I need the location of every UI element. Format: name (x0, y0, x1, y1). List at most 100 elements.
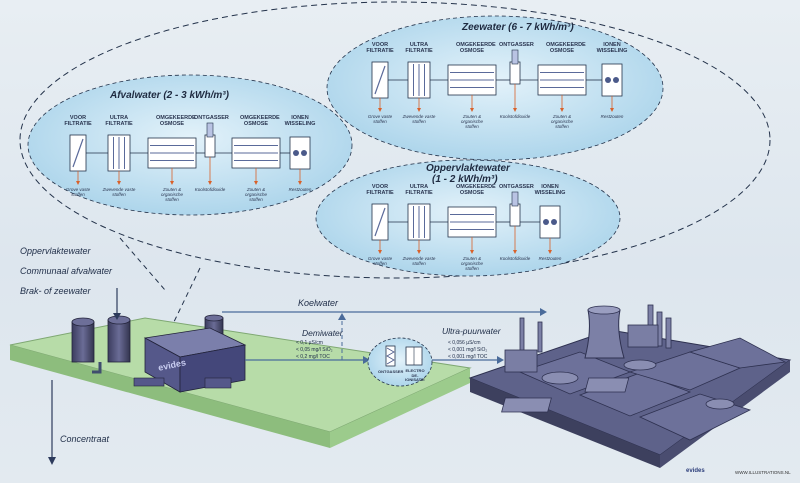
zeewater-step-5-resin-a (605, 77, 611, 83)
afvalwater-output-label-2: Zouten & organische stoffen (160, 187, 183, 202)
credit-logo: evides (686, 468, 705, 474)
pipe-koelwater-arrowhead (540, 308, 547, 316)
oppervlaktewater-output-arrowhead-0 (378, 250, 382, 254)
ontgasser-icon (385, 345, 396, 367)
afvalwater-output-label-4: Zouten & organische stoffen (244, 187, 267, 202)
zeewater-title: Zeewater (6 - 7 kWh/m³) (462, 22, 574, 33)
input-communaal-afvalwater: Communaal afvalwater (20, 266, 113, 276)
oppervlaktewater-output-label-3: Koolstofdioxide (499, 256, 531, 261)
oppervlaktewater-step-label-3: ONTGASSER (499, 184, 534, 190)
treatment-plant (71, 314, 247, 393)
oppervlaktewater-title-line1: Oppervlaktewater (426, 163, 510, 174)
zeewater-step-3-column (511, 49, 519, 65)
oppervlaktewater-output-label-2: Zouten & organische stoffen (460, 256, 483, 271)
zeewater-output-label-4: Zouten & organische stoffen (550, 114, 573, 129)
flow-ultrapuur: Ultra-puurwater (442, 326, 501, 336)
afvalwater-step-3-dg-icon (204, 134, 216, 158)
afvalwater-output-arrowhead-0 (76, 181, 80, 185)
platform-left-front (330, 368, 470, 448)
oppervlaktewater-title-line2: (1 - 2 kWh/m³) (432, 174, 498, 185)
flow-demiwater: Demiwater (302, 328, 343, 338)
ultra-spec-3: < 0,001 mg/l TOC (448, 354, 488, 360)
ultra-spec-2: < 0,001 mg/l SiO₂ (448, 347, 488, 353)
zeewater-output-label-0: Grove vaste stoffen (367, 114, 393, 124)
oppervlaktewater-step-3-dg-icon (509, 203, 521, 227)
oppervlaktewater-step-3-column (511, 191, 519, 207)
pipe-input-arrowhead (113, 313, 121, 320)
demi-spec-1: < 0,1 µS/cm (296, 340, 323, 346)
pipe-concentraat-arrowhead (48, 457, 56, 465)
polish-ontgasser: ONTGASSER (378, 369, 404, 374)
afvalwater-output-arrowhead-5 (298, 181, 302, 185)
zeewater-step-label-5: IONEN WISSELING (596, 42, 628, 54)
afvalwater-step-5-resin-a (293, 150, 299, 156)
oppervlaktewater-output-label-0: Grove vaste stoffen (367, 256, 393, 266)
afvalwater-output-arrowhead-1 (117, 181, 121, 185)
zeewater-step-label-2: OMGEKEERDE OSMOSE (456, 42, 496, 54)
demi-spec-2: < 0,05 mg/l SiO₂ (296, 347, 333, 353)
overview-dashed-outline (19, 1, 771, 279)
pipe-ultrapuur-arrowhead (497, 356, 504, 364)
ultra-spec-1: < 0,056 µS/cm (448, 340, 481, 346)
platform-left-side (10, 345, 330, 448)
oppervlaktewater-step-0-detail (374, 207, 386, 237)
zeewater-output-arrowhead-1 (417, 108, 421, 112)
oppervlaktewater-output-arrowhead-3 (513, 250, 517, 254)
zeewater-step-label-3: ONTGASSER (499, 42, 534, 48)
oppervlaktewater-output-arrowhead-4 (548, 250, 552, 254)
afvalwater-output-arrowhead-3 (208, 181, 212, 185)
afvalwater-output-label-1: Zwevende vaste stoffen (102, 187, 136, 197)
afvalwater-step-label-1: ULTRA FILTRATIE (105, 115, 133, 127)
afvalwater-step-5-resin-b (301, 150, 307, 156)
oppervlaktewater-output-arrowhead-1 (417, 250, 421, 254)
callout-line-right (169, 267, 201, 331)
pipe-demi-bypass-arrowhead (338, 313, 346, 320)
zeewater-output-label-5: Restzouten (600, 114, 624, 119)
input-oppervlaktewater: Oppervlaktewater (20, 246, 91, 256)
flow-concentraat: Concentraat (60, 434, 110, 444)
afvalwater-step-0-detail (72, 138, 84, 168)
afvalwater-step-label-4: OMGEKEERDE OSMOSE (240, 115, 280, 127)
zeewater-output-arrowhead-4 (560, 108, 564, 112)
oppervlaktewater-output-label-4: Restzouten (538, 256, 562, 261)
zeewater-output-arrowhead-5 (610, 108, 614, 112)
oppervlaktewater-step-label-0: VOOR FILTRATIE (366, 184, 394, 196)
oppervlaktewater-step-label-1: ULTRA FILTRATIE (405, 184, 433, 196)
oppervlaktewater-step-4-resin-a (543, 219, 549, 225)
oppervlaktewater-step-4-resin-b (551, 219, 557, 225)
oppervlaktewater-step-label-4: IONEN WISSELING (534, 184, 566, 196)
zeewater-output-label-2: Zouten & organische stoffen (460, 114, 483, 129)
afvalwater-step-label-3: ONTGASSER (194, 115, 229, 121)
demi-spec-3: < 0,2 mg/l TOC (296, 354, 330, 360)
afvalwater-output-label-0: Grove vaste stoffen (65, 187, 91, 197)
zeewater-output-label-3: Koolstofdioxide (499, 114, 531, 119)
cooling-tower (584, 309, 625, 359)
credit-site: WWW.ILLUSTRATIONS.NL (735, 470, 791, 475)
afvalwater-step-3-column (206, 122, 214, 138)
zeewater-output-arrowhead-3 (513, 108, 517, 112)
afvalwater-output-label-3: Koolstofdioxide (194, 187, 226, 192)
input-brak-zeewater: Brak- of zeewater (20, 286, 91, 296)
callout-line-left (119, 237, 166, 291)
zeewater-step-label-0: VOOR FILTRATIE (366, 42, 394, 54)
ontgasser-icon-fill (386, 347, 395, 365)
oppervlaktewater-output-label-1: Zwevende vaste stoffen (402, 256, 436, 266)
zeewater-step-0-detail (374, 65, 386, 95)
zeewater-step-3-dg-icon (509, 61, 521, 85)
flow-koelwater: Koelwater (298, 298, 339, 308)
oppervlaktewater-step-label-2: OMGEKEERDE OSMOSE (456, 184, 496, 196)
oppervlaktewater-output-arrowhead-2 (470, 250, 474, 254)
zeewater-output-arrowhead-2 (470, 108, 474, 112)
afvalwater-output-arrowhead-4 (254, 181, 258, 185)
cooling-tower-top (587, 305, 621, 315)
afvalwater-step-label-2: OMGEKEERDE OSMOSE (156, 115, 196, 127)
zeewater-step-5-resin-b (613, 77, 619, 83)
zeewater-output-arrowhead-0 (378, 108, 382, 112)
afvalwater-step-label-0: VOOR FILTRATIE (64, 115, 92, 127)
zeewater-step-label-1: ULTRA FILTRATIE (405, 42, 433, 54)
afvalwater-output-arrowhead-2 (170, 181, 174, 185)
zeewater-step-label-4: OMGEKEERDE OSMOSE (546, 42, 586, 54)
pipe-demiwater-arrowhead (363, 356, 370, 364)
